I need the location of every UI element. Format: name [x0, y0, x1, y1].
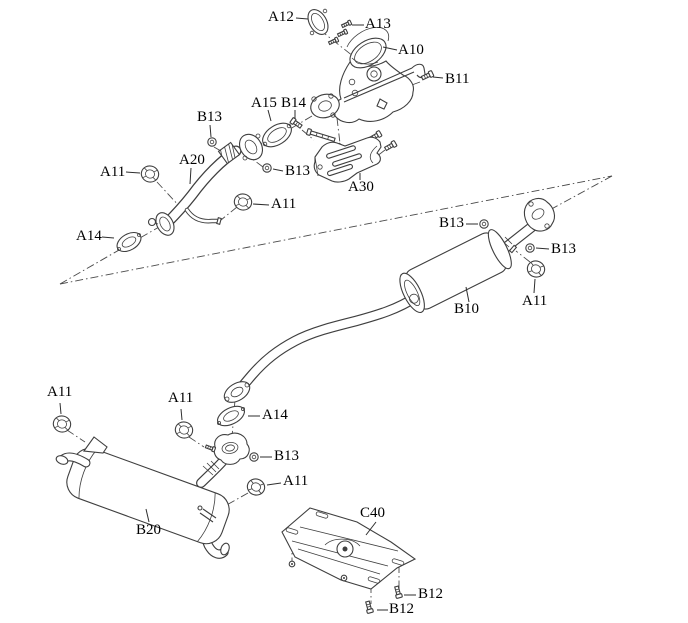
leader-line-b11_1 [432, 76, 444, 79]
leader-line-a12 [295, 17, 309, 20]
part-label-a14_1: A14 [76, 228, 102, 244]
part-label-b12_1: B12 [418, 586, 444, 602]
leader-line-a11_1 [125, 171, 141, 174]
part-label-a11_5: A11 [168, 390, 194, 406]
leader-line-a20 [189, 167, 192, 185]
part-label-b13_5: B13 [274, 448, 300, 464]
part-label-a20: A20 [179, 152, 205, 168]
part-a10-manifold [310, 26, 426, 124]
leader-line-b20 [145, 508, 150, 523]
part-label-c40: C40 [360, 505, 386, 521]
part-label-a30: A30 [348, 179, 374, 195]
leader-line-b13_2 [272, 168, 284, 172]
part-a11-hangers [50, 163, 548, 499]
part-a14-gasket-front [116, 231, 142, 253]
leader-line-a11_4 [59, 402, 62, 415]
part-a15-gasket [262, 122, 292, 148]
part-a14-gasket-rear [216, 405, 245, 427]
part-label-a10: A10 [398, 42, 424, 58]
part-b20-rear-muffler [55, 432, 250, 559]
part-label-a11_2: A11 [271, 196, 297, 212]
part-a30-heat-shield [313, 136, 382, 183]
part-b10-center-muffler [223, 197, 556, 403]
leader-line-b13_4 [535, 247, 550, 250]
leader-line-b13_1 [209, 124, 212, 138]
part-label-a12: A12 [268, 9, 294, 25]
part-label-a14_2: A14 [262, 407, 288, 423]
part-label-b12_2: B12 [389, 601, 415, 617]
part-label-a11_4: A11 [47, 384, 73, 400]
leader-line-a10 [382, 46, 398, 51]
part-a20-front-pipe [147, 133, 264, 236]
leader-lines [59, 17, 550, 611]
part-label-b13_4: B13 [551, 241, 577, 257]
part-label-a11_6: A11 [283, 473, 309, 489]
part-label-b20: B20 [136, 522, 162, 538]
part-label-b13_2: B13 [285, 163, 311, 179]
part-label-a15: A15 [251, 95, 277, 111]
part-label-b13_3: B13 [439, 215, 465, 231]
part-label-b10: B10 [454, 301, 480, 317]
part-label-b14: B14 [281, 95, 307, 111]
leader-line-a15 [267, 109, 272, 122]
leader-line-a11_2 [252, 203, 270, 206]
leader-line-b10 [465, 286, 470, 303]
part-label-a11_1: A11 [100, 164, 126, 180]
leader-line-a11_5 [180, 408, 183, 421]
parts-layer [50, 8, 556, 615]
leader-line-a11_6 [266, 482, 282, 486]
part-b14-bolts [289, 116, 336, 143]
leader-line-a14_1 [101, 236, 115, 239]
part-label-a13: A13 [365, 16, 391, 32]
part-label-b13_1: B13 [197, 109, 223, 125]
part-label-a11_3: A11 [522, 293, 548, 309]
part-c40-heat-shield [281, 507, 417, 590]
leader-line-a11_3 [533, 278, 536, 294]
leader-line-c40 [365, 521, 377, 536]
part-label-b11_1: B11 [445, 71, 470, 87]
part-a13-studs [327, 19, 353, 46]
part-a12-gasket [307, 8, 329, 36]
